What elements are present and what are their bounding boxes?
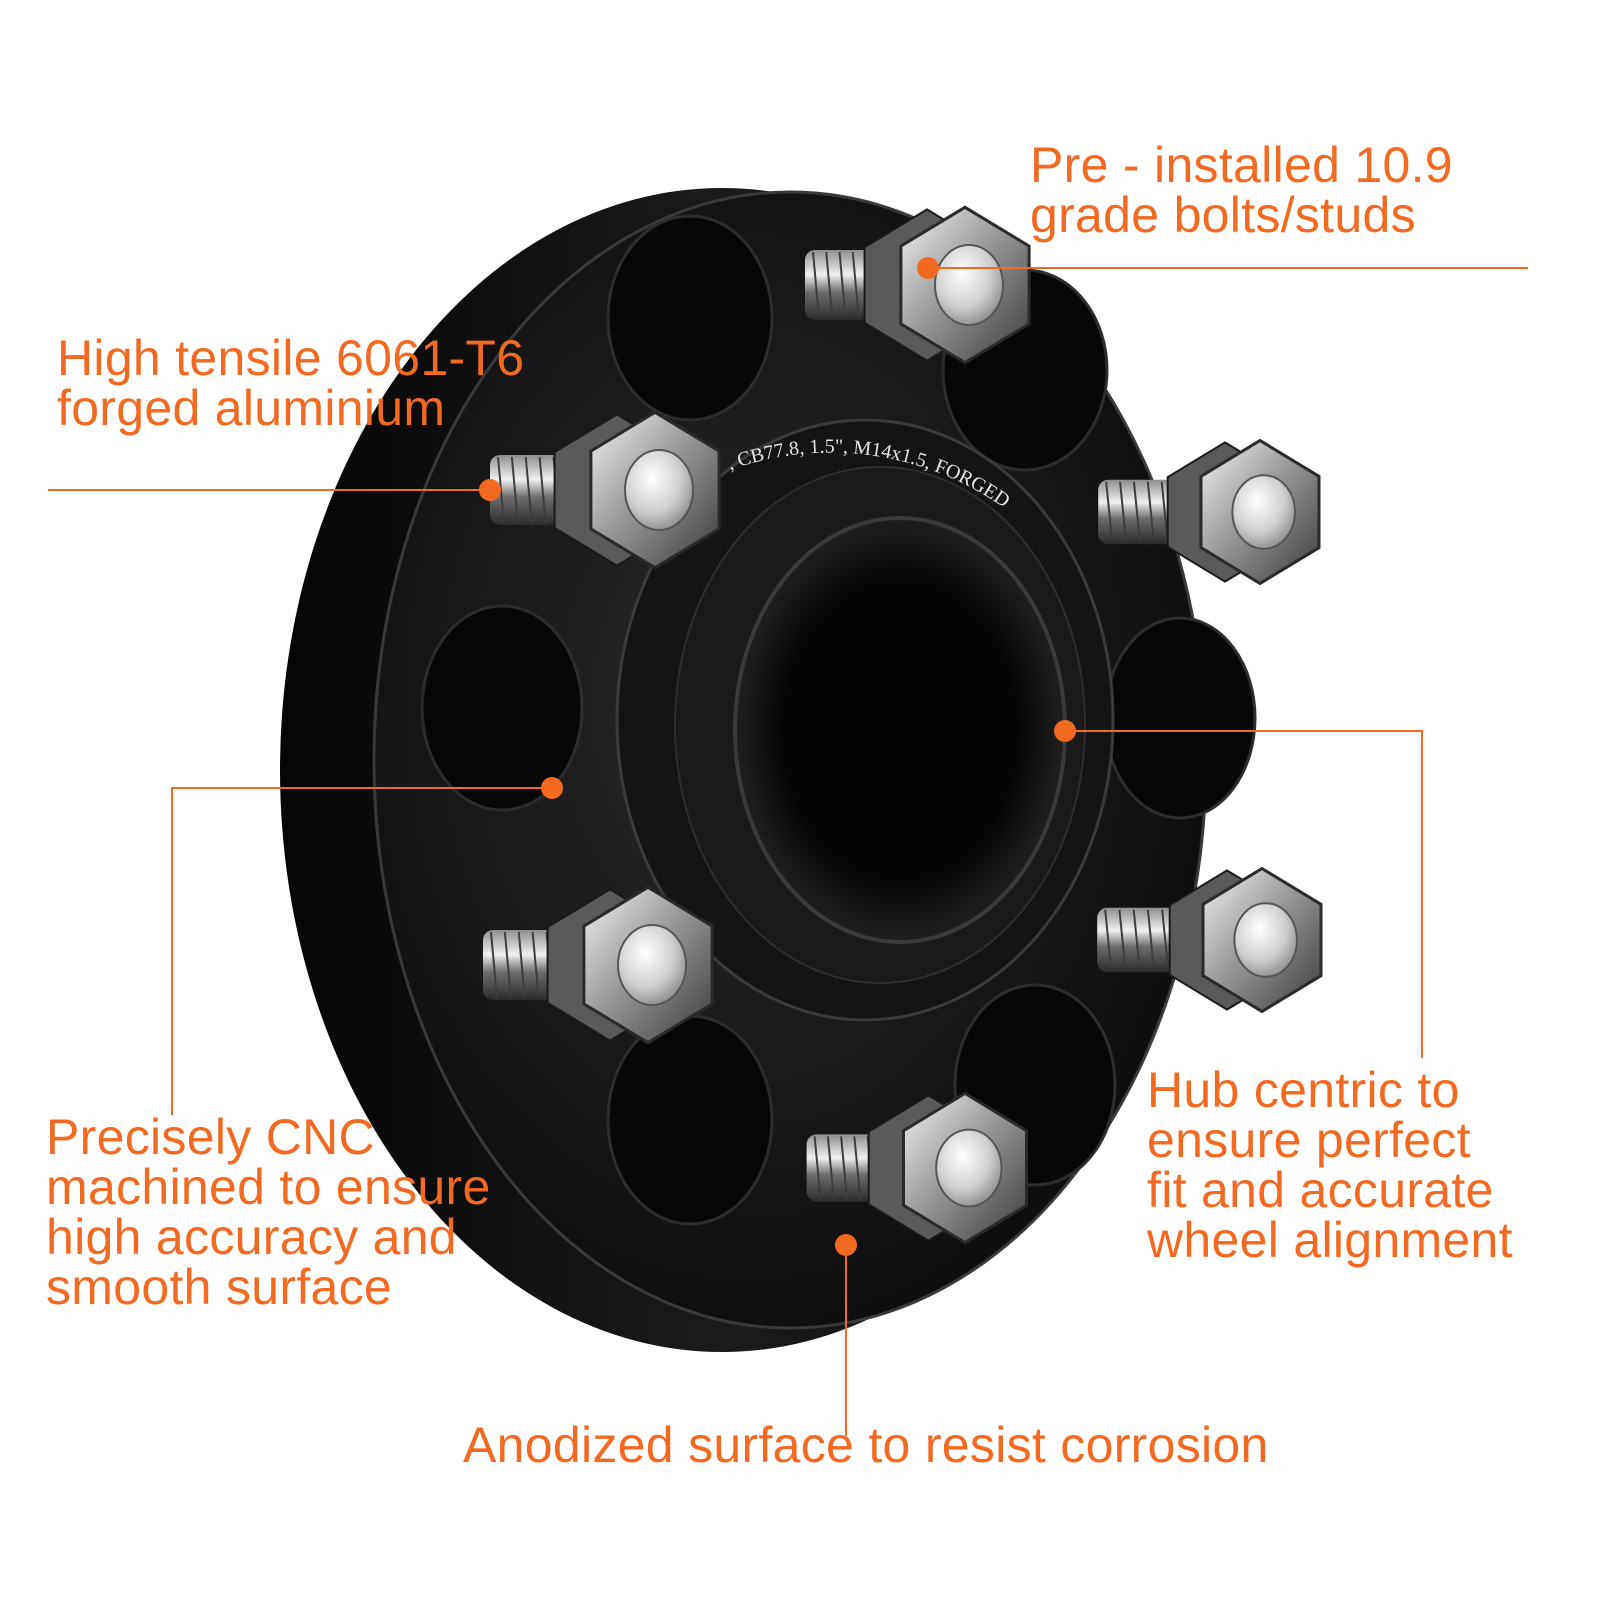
leader-cnc [171,787,552,1115]
callout-aluminium-line-1: High tensile 6061-T6 [57,330,525,386]
callout-aluminium-line-2: forged aluminium [57,380,446,436]
callout-bolts-line-1: Pre - installed 10.9 [1030,137,1453,193]
leader-hub [1065,730,1423,1058]
lug-stud-4 [483,885,714,1045]
callout-dots [479,257,1076,1256]
callout-cnc-line-4: smooth surface [46,1259,393,1315]
dot-bolts [917,257,939,279]
hub-bore [615,418,1115,1022]
callout-anodized-line-1: Anodized surface to resist corrosion [463,1417,1269,1473]
callout-aluminium: High tensile 6061-T6 forged aluminium [57,333,524,433]
callout-anodized: Anodized surface to resist corrosion [463,1420,1269,1470]
callout-hub-line-1: Hub centric to [1147,1062,1460,1118]
dot-aluminium [479,479,501,501]
lug-stud-1 [805,205,1031,365]
dot-cnc [541,777,563,799]
callout-hub-line-2: ensure perfect [1147,1112,1471,1168]
lug-stud-6 [806,1091,1028,1245]
callout-hub-line-4: wheel alignment [1147,1212,1513,1268]
dot-anodized [835,1234,857,1256]
callout-cnc-line-2: machined to ensure [46,1159,491,1215]
callout-bolts-line-2: grade bolts/studs [1030,187,1416,243]
callout-cnc: Precisely CNC machined to ensure high ac… [46,1112,491,1312]
dot-hub [1054,720,1076,742]
callout-hub: Hub centric to ensure perfect fit and ac… [1147,1065,1513,1265]
stud-holes [420,214,1257,1226]
callout-bolts: Pre - installed 10.9 grade bolts/studs [1030,140,1453,240]
lug-stud-2 [490,410,721,570]
lug-stud-3 [1098,438,1321,586]
callout-hub-line-3: fit and accurate [1147,1162,1494,1218]
lug-stud-5 [1097,866,1323,1014]
callout-cnc-line-3: high accuracy and [46,1209,457,1265]
callout-cnc-line-1: Precisely CNC [46,1109,375,1165]
callout-leaders [48,267,1528,1436]
lug-studs [483,205,1323,1245]
